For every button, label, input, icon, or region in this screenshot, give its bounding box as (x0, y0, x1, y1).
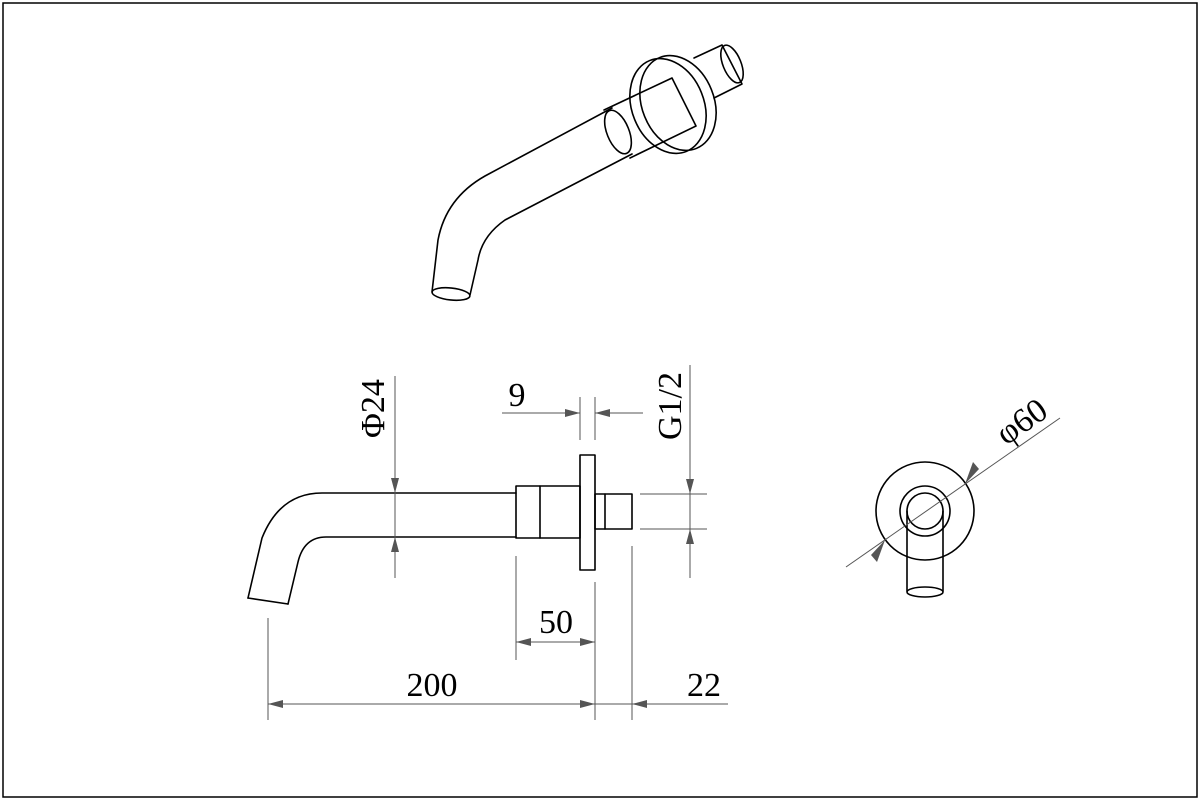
thread-label: G1/2 (652, 372, 689, 440)
iso-spout-outline-top (431, 107, 613, 293)
dim-flange-diameter: φ60 (845, 391, 1061, 568)
front-tube-circle (906, 492, 944, 530)
flange-diameter-label: φ60 (989, 391, 1054, 452)
spout-length-label: 200 (407, 667, 458, 704)
front-spout-mouth (906, 586, 944, 598)
thread-connector (594, 493, 633, 530)
front-view (875, 461, 975, 598)
dim-tube-diameter: Φ24 (355, 376, 399, 578)
iso-body-collar (603, 77, 697, 159)
front-flange-outer (875, 461, 975, 561)
dim-spout-length: 200 (267, 546, 633, 720)
spout-outline-top (247, 492, 517, 599)
tube-diameter-label: Φ24 (355, 379, 392, 438)
dim-body-length: 50 (515, 556, 596, 720)
thread-length-label: 22 (687, 667, 721, 704)
iso-connector (693, 44, 743, 99)
iso-body-collar-end (603, 109, 633, 155)
iso-spout-mouth (431, 286, 471, 302)
spout-mouth (247, 597, 289, 605)
side-view (247, 454, 633, 605)
iso-flange-back (639, 54, 717, 152)
body-block (515, 485, 581, 539)
isometric-view (431, 44, 745, 302)
flange-thickness-label: 9 (509, 377, 526, 414)
front-body-circle (899, 485, 951, 537)
iso-flange-front (629, 57, 707, 155)
spout-outline-bottom (287, 536, 517, 605)
body-length-label: 50 (539, 604, 573, 641)
iso-spout-outline-bottom (469, 153, 633, 296)
dim-thread: G1/2 (640, 365, 707, 578)
dim-thread-length: 22 (595, 667, 728, 708)
wall-flange (579, 454, 596, 571)
dim-flange-thickness: 9 (502, 377, 643, 440)
iso-connector-end (719, 44, 745, 84)
